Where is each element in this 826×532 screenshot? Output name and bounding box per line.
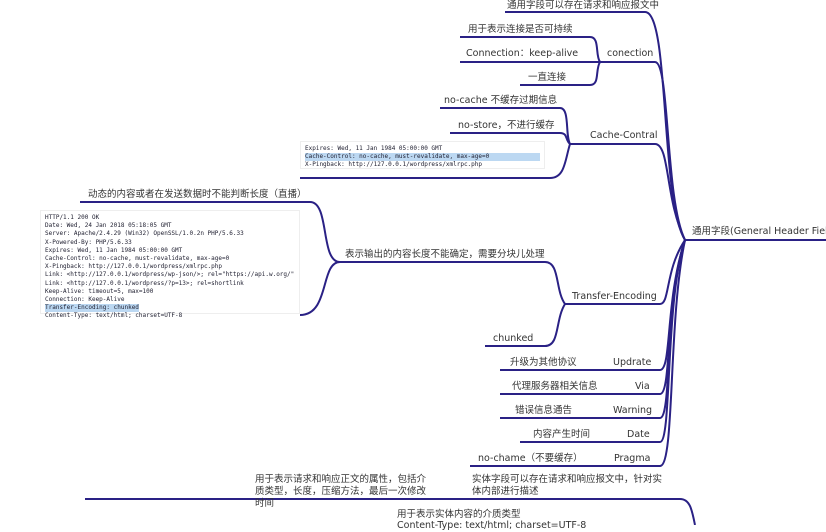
transfer-encoding-node[interactable]: Transfer-Encoding <box>572 291 657 302</box>
field-desc[interactable]: 错误信息通告 <box>515 405 573 416</box>
connection-node[interactable]: conection <box>607 48 654 59</box>
image-line: Link: <http://127.0.0.1/wordpress/?p=13>… <box>45 279 244 287</box>
field-desc[interactable]: no-chame（不要缓存） <box>478 453 583 464</box>
transfer-sub[interactable]: 动态的内容或者在发送数据时不能判断长度（直播） <box>88 189 307 200</box>
content-type-example[interactable]: Content-Type: text/html; charset=UTF-8 <box>397 520 587 531</box>
cache-control-node[interactable]: Cache-Contral <box>590 130 658 141</box>
image-line: Server: Apache/2.4.29 (Win32) OpenSSL/1.… <box>45 230 244 238</box>
cache-child[interactable]: no-cache 不缓存过期信息 <box>444 95 558 106</box>
connection-child[interactable]: 一直连接 <box>528 72 567 83</box>
chunked-node[interactable]: chunked <box>493 333 534 344</box>
field-name[interactable]: Via <box>635 381 650 392</box>
image-line: Expires: Wed, 11 Jan 1984 05:00:00 GMT <box>305 145 443 152</box>
image-line: Connection: Keep-Alive <box>45 296 125 304</box>
connection-child[interactable]: 用于表示连接是否可持续 <box>468 24 573 35</box>
connection-child[interactable]: Connection：keep-alive <box>466 48 579 59</box>
image-line: Expires: Wed, 11 Jan 1984 05:00:00 GMT <box>45 246 183 254</box>
field-name[interactable]: Updrate <box>613 357 652 368</box>
cache-child[interactable]: no-store，不进行缓存 <box>458 120 555 131</box>
image-line: Content-Type: text/html; charset=UTF-8 <box>45 312 183 320</box>
image-line: X-Pingback: http://127.0.0.1/wordpress/x… <box>305 161 483 169</box>
field-name[interactable]: Pragma <box>614 453 651 464</box>
image-line: Cache-Control: no-cache, must-revalidate… <box>305 153 540 162</box>
field-desc[interactable]: 代理服务器相关信息 <box>512 381 598 392</box>
image-line: Date: Wed, 24 Jan 2018 05:18:05 GMT <box>45 222 172 230</box>
field-desc[interactable]: 内容产生时间 <box>533 429 591 440</box>
field-name[interactable]: Warning <box>613 405 653 416</box>
image-line: Keep-Alive: timeout=5, max=100 <box>45 287 154 295</box>
image-line: HTTP/1.1 200 OK <box>45 214 100 221</box>
entity-desc[interactable]: 用于表示请求和响应正文的属性，包括介质类型，长度，压缩方法，最后一次修改时间 <box>255 474 427 509</box>
cache-image: Expires: Wed, 11 Jan 1984 05:00:00 GMT C… <box>300 141 545 169</box>
root-node[interactable]: 通用字段(General Header Fields) <box>692 226 826 237</box>
response-image: HTTP/1.1 200 OK Date: Wed, 24 Jan 2018 0… <box>40 210 300 319</box>
entity-fields-desc[interactable]: 实体字段可以存在请求和响应报文中，针对实体内部进行描述 <box>472 474 663 497</box>
field-name[interactable]: Date <box>627 429 650 440</box>
general-desc[interactable]: 通用字段可以存在请求和响应报文中 <box>507 0 660 11</box>
content-type-desc[interactable]: 用于表示实体内容的介质类型 <box>397 509 521 520</box>
image-line: Link: <http://127.0.0.1/wordpress/wp-jso… <box>45 271 295 279</box>
field-desc[interactable]: 升级为其他协议 <box>510 357 577 368</box>
image-line: Cache-Control: no-cache, must-revalidate… <box>45 255 230 263</box>
image-line: X-Powered-By: PHP/5.6.33 <box>45 238 132 246</box>
transfer-desc[interactable]: 表示输出的内容长度不能确定，需要分块儿处理 <box>345 249 545 260</box>
image-line: X-Pingback: http://127.0.0.1/wordpress/x… <box>45 263 223 271</box>
image-line: Transfer-Encoding: chunked <box>45 304 139 313</box>
